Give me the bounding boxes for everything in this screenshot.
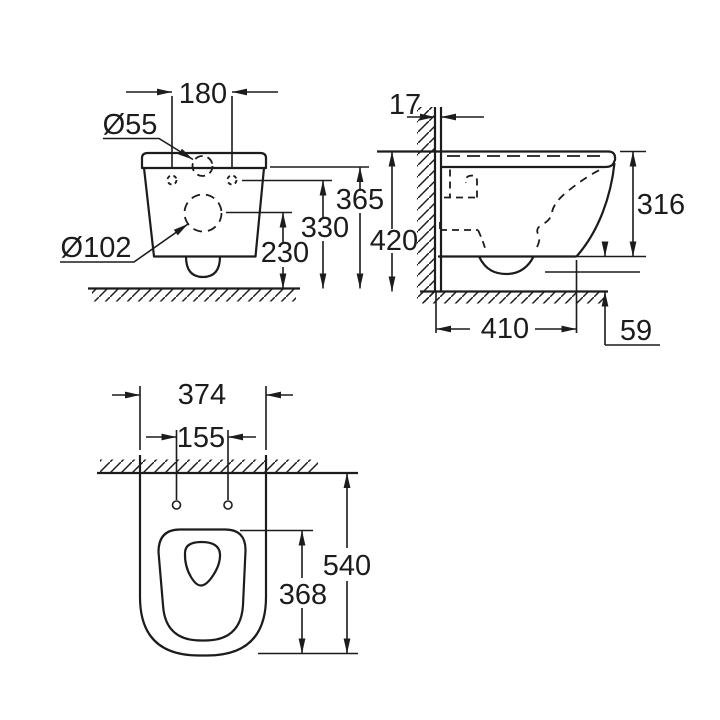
side-floor-hatch bbox=[422, 291, 604, 304]
front-mount-hole-left bbox=[166, 174, 178, 186]
dim-label-hole-spacing: 180 bbox=[179, 78, 227, 110]
side-view bbox=[377, 107, 640, 304]
dim-label-body-height: 316 bbox=[637, 189, 685, 221]
dim-label-outer-width: 374 bbox=[178, 379, 226, 411]
dim-label-outlet-diameter: Ø102 bbox=[61, 232, 132, 264]
dim-label-total-height: 420 bbox=[370, 225, 418, 257]
plan-bowl-opening bbox=[183, 540, 222, 587]
front-view-dimensions: 180 Ø55 Ø102 365 330 230 420 bbox=[60, 78, 435, 292]
plan-wall-hatch bbox=[100, 459, 318, 473]
plan-view bbox=[97, 455, 358, 657]
cistern-hidden-detail bbox=[444, 169, 478, 199]
plan-mount-hole-right bbox=[223, 500, 233, 510]
plan-view-dimensions: 374 155 368 540 bbox=[112, 379, 371, 655]
plan-inner-rim bbox=[157, 528, 247, 642]
side-front-curve bbox=[575, 162, 616, 258]
flush-hole-circle bbox=[191, 155, 214, 177]
front-outlet-bump bbox=[184, 256, 222, 279]
outlet-hole-circle bbox=[183, 193, 223, 233]
front-view bbox=[88, 151, 300, 302]
dim-label-plan-hole-spacing: 155 bbox=[177, 422, 225, 454]
dim-label-small-hole: Ø55 bbox=[103, 109, 158, 141]
front-floor-hatch bbox=[92, 288, 296, 302]
front-mount-hole-right bbox=[226, 174, 238, 186]
dim-label-outlet-height: 230 bbox=[261, 237, 309, 269]
side-top-surface bbox=[377, 150, 617, 169]
side-view-dimensions: 17 316 410 59 bbox=[389, 89, 685, 347]
dim-label-rim-depth: 368 bbox=[279, 579, 327, 611]
dim-label-total-depth: 540 bbox=[323, 550, 371, 582]
dim-label-bottom-clearance: 59 bbox=[620, 315, 652, 347]
plan-mount-hole-left bbox=[171, 500, 182, 510]
wall-hatch bbox=[417, 107, 435, 302]
bowl-inner-hidden-line bbox=[536, 167, 604, 248]
dim-label-wall-gap: 17 bbox=[389, 89, 421, 121]
trap-hidden-detail bbox=[439, 222, 486, 249]
plan-outer-outline bbox=[138, 455, 268, 657]
dim-label-depth: 410 bbox=[481, 313, 529, 345]
dim-label-hole-height: 330 bbox=[301, 212, 349, 244]
dim-label-seam-height: 365 bbox=[336, 184, 384, 216]
bowl-underside-arc bbox=[478, 256, 535, 276]
